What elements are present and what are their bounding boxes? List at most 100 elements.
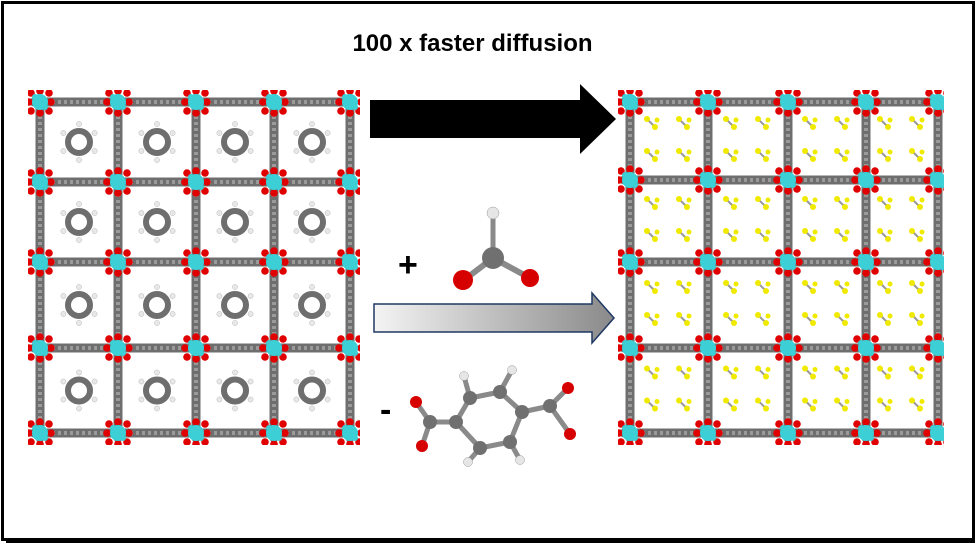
benzene-ring xyxy=(143,376,171,405)
hydrogen-atom xyxy=(138,148,145,154)
formate-atom xyxy=(765,117,771,123)
formate-atom xyxy=(842,124,848,130)
oxygen-atom xyxy=(114,440,122,445)
metal-atom xyxy=(710,264,716,270)
formate-atom xyxy=(765,149,771,155)
oxygen-atom xyxy=(261,438,269,445)
oxygen-atom xyxy=(125,429,133,437)
hydrogen-atom xyxy=(324,293,331,299)
metal-atom xyxy=(198,184,204,190)
metal-atom xyxy=(198,435,204,441)
oxygen-atom xyxy=(693,344,701,352)
hydrogen-atom xyxy=(293,148,300,154)
oxygen-atom xyxy=(183,353,191,361)
formate-atom xyxy=(644,116,650,122)
oxygen-atom xyxy=(853,353,861,361)
formate-atom xyxy=(802,116,808,122)
oxygen-atom xyxy=(36,189,44,197)
formate-atom xyxy=(644,280,650,286)
formate-atom xyxy=(676,312,682,318)
benzene-ring xyxy=(143,128,171,156)
frame-shadow-right xyxy=(972,6,975,543)
metal-atom xyxy=(110,254,116,260)
oxygen-atom xyxy=(862,269,870,277)
formate-atom xyxy=(755,365,761,372)
oxygen-atom xyxy=(45,169,53,177)
hydrogen-atom xyxy=(91,210,98,216)
oxygen-atom xyxy=(36,90,44,95)
oxygen-atom xyxy=(784,165,792,173)
oxygen-atom xyxy=(851,344,859,352)
oxygen-atom xyxy=(713,249,721,257)
terephthalate-carbon-atom xyxy=(463,391,477,405)
hydrogen-atom xyxy=(232,320,238,326)
formate-atom xyxy=(844,149,850,155)
formate-atom xyxy=(877,148,883,154)
terephthalate-oxygen-atom xyxy=(410,396,422,408)
metal-atom xyxy=(858,425,864,431)
oxygen-atom xyxy=(793,249,801,257)
oxygen-atom xyxy=(281,258,289,266)
oxygen-atom xyxy=(873,98,881,106)
formate-atom xyxy=(765,399,771,404)
oxygen-atom xyxy=(261,107,269,115)
formate-atom xyxy=(686,149,692,155)
formate-atom xyxy=(842,405,848,412)
oxygen-atom xyxy=(934,355,942,363)
formate-atom xyxy=(731,320,737,326)
oxygen-atom xyxy=(626,418,634,426)
formate-atom xyxy=(834,397,840,404)
oxygen-atom xyxy=(335,258,343,266)
metal-atom xyxy=(266,254,272,260)
formate-atom xyxy=(765,367,771,372)
oxygen-atom xyxy=(105,187,113,195)
metal-atom xyxy=(700,172,706,178)
formate-atom xyxy=(723,280,729,286)
oxygen-atom xyxy=(784,269,792,277)
formate-atom xyxy=(644,365,650,372)
metal-atom xyxy=(32,94,38,100)
hydrogen-atom xyxy=(293,293,300,299)
oxygen-atom xyxy=(28,267,35,275)
oxygen-atom xyxy=(123,169,131,177)
formate-atom xyxy=(834,365,840,372)
metal-atom xyxy=(120,264,126,270)
hydrogen-atom xyxy=(138,130,145,136)
oxygen-atom xyxy=(259,98,267,106)
oxygen-atom xyxy=(346,167,354,175)
oxygen-atom xyxy=(36,333,44,341)
frame-shadow-bottom xyxy=(6,540,974,543)
oxygen-atom xyxy=(192,189,200,197)
terephthalate-hydrogen-atom xyxy=(515,455,525,465)
oxygen-atom xyxy=(281,429,289,437)
formate-atom xyxy=(885,204,891,210)
formate-atom xyxy=(917,320,923,326)
oxygen-atom xyxy=(626,247,634,255)
hydrogen-atom xyxy=(309,201,315,207)
metal-atom xyxy=(700,425,706,431)
oxygen-atom xyxy=(192,247,200,255)
formate-atom xyxy=(755,312,761,318)
hydrogen-atom xyxy=(91,378,98,385)
formate-atom xyxy=(810,156,816,162)
oxygen-atom xyxy=(337,353,345,361)
benzene-ring xyxy=(298,128,326,156)
oxygen-atom xyxy=(201,90,209,97)
formate-atom xyxy=(684,204,690,210)
formate-atom xyxy=(723,365,729,372)
minus-sign: - xyxy=(380,391,392,429)
formate-atom xyxy=(812,281,818,287)
formate-atom xyxy=(917,373,923,380)
oxygen-atom xyxy=(635,335,643,343)
oxygen-atom xyxy=(851,176,859,184)
terephthalate-carbon-atom xyxy=(543,399,557,413)
oxygen-atom xyxy=(862,333,870,341)
formate-atom xyxy=(917,156,923,162)
oxygen-atom xyxy=(335,429,343,437)
formate-atom xyxy=(909,280,915,286)
oxygen-atom xyxy=(105,107,113,115)
oxygen-atom xyxy=(862,187,870,195)
oxygen-atom xyxy=(715,429,723,437)
oxygen-atom xyxy=(201,335,209,343)
formate-atom xyxy=(834,280,840,286)
